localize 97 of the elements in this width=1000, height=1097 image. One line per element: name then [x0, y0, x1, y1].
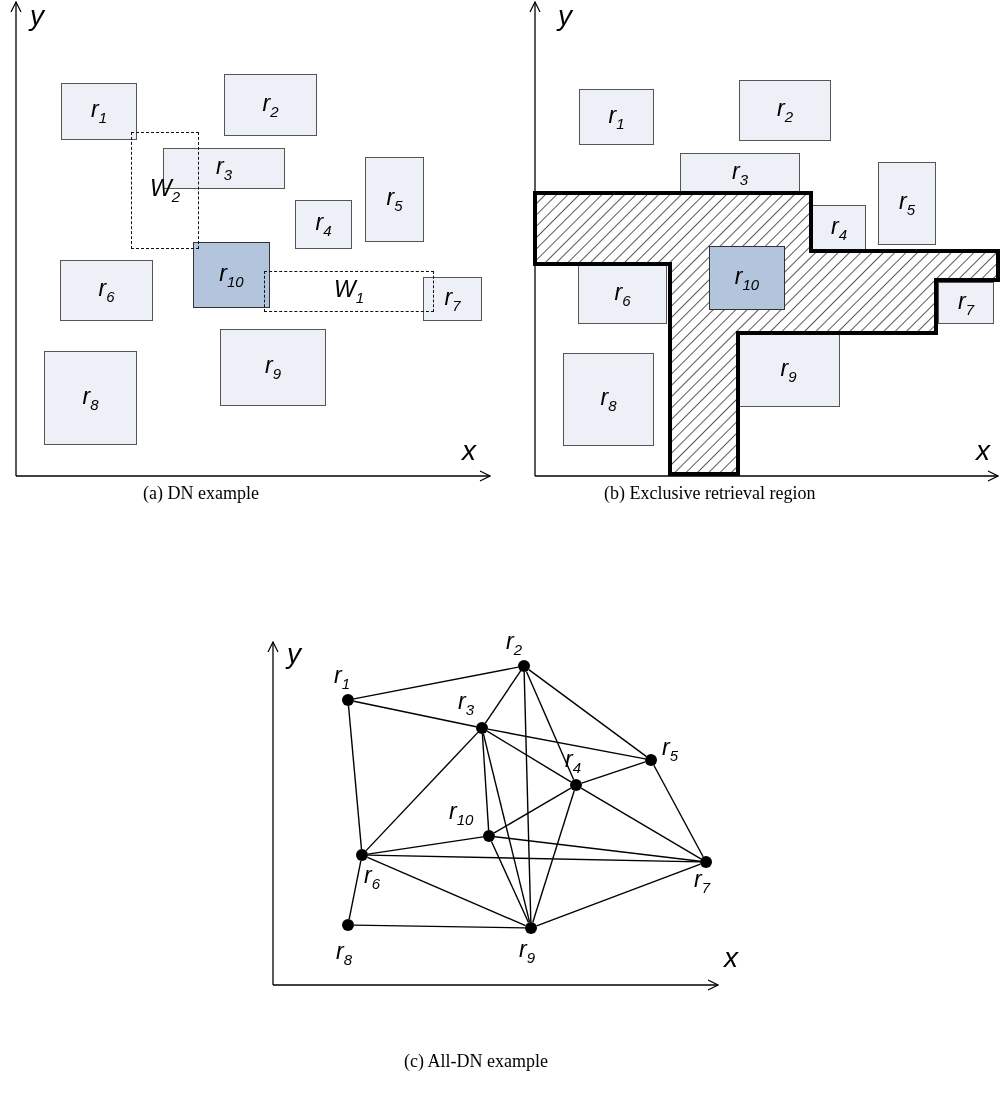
point-label: r$_{10}$: [449, 800, 474, 827]
connecting-line: [528, 668, 647, 758]
connecting-line: [523, 671, 532, 923]
point-dot: [525, 922, 537, 934]
dashed-window-box: [131, 132, 199, 249]
rect-label: r$_{9}$: [780, 356, 797, 384]
connecting-line: [532, 790, 575, 923]
axis-label: y: [558, 2, 572, 30]
rect-box: [224, 74, 317, 136]
rect-box: [739, 80, 831, 141]
rect-box: [563, 353, 654, 446]
rect-box: [61, 83, 137, 140]
rect-box: [365, 157, 424, 242]
dashed-window-box: [264, 271, 434, 312]
point-dot: [476, 722, 488, 734]
connecting-line: [366, 856, 527, 927]
rect-label: r$_{5}$: [899, 190, 915, 217]
highlighted-rect-box: [193, 242, 270, 308]
rect-label: r$_{8}$: [82, 384, 99, 412]
rect-box: [60, 260, 153, 321]
connecting-line: [535, 863, 702, 927]
point-dot: [645, 754, 657, 766]
rect-label: r$_{1}$: [608, 103, 625, 131]
rect-label: r$_{3}$: [216, 155, 232, 182]
rect-label: r$_{6}$: [614, 280, 631, 308]
point-dot: [518, 660, 530, 672]
rect-box: [938, 282, 994, 324]
connecting-line: [490, 840, 530, 924]
rect-box: [44, 351, 137, 445]
point-label: r$_{8}$: [336, 940, 352, 967]
rect-label: r$_{4}$: [831, 214, 847, 242]
point-dot: [483, 830, 495, 842]
rect-label: r$_{1}$: [91, 98, 107, 125]
rect-label: r$_{4}$: [315, 211, 332, 238]
point-dot: [342, 694, 354, 706]
rect-label: r$_{2}$: [262, 91, 279, 119]
point-label: r$_{1}$: [334, 664, 350, 691]
axis-label: y: [287, 640, 301, 668]
hatched-region: [535, 193, 998, 474]
rect-box: [737, 333, 840, 407]
rect-label: r$_{3}$: [732, 159, 748, 187]
connecting-line: [653, 764, 704, 858]
point-label: r$_{9}$: [519, 938, 535, 965]
connecting-line: [348, 860, 362, 920]
rect-label: r$_{2}$: [777, 97, 793, 124]
connecting-line: [484, 670, 522, 724]
connecting-line: [367, 854, 701, 863]
rect-box: [220, 329, 326, 406]
rect-label: r$_{10}$: [219, 261, 244, 289]
rect-box: [295, 200, 352, 249]
point-label: r$_{7}$: [694, 868, 710, 895]
caption: (a) DN example: [143, 484, 259, 502]
rect-label: r$_{8}$: [600, 386, 617, 413]
connecting-line: [365, 731, 479, 852]
rect-box: [578, 264, 667, 324]
rect-box: [579, 89, 654, 145]
rect-label: r$_{10}$: [734, 264, 760, 292]
rect-label: r$_{7}$: [444, 285, 461, 313]
rect-box: [680, 153, 800, 193]
point-label: r$_{6}$: [364, 864, 380, 891]
point-label: r$_{2}$: [506, 630, 522, 657]
rect-box: [423, 277, 482, 321]
connecting-line: [367, 836, 484, 855]
rect-label: r$_{5}$: [386, 186, 403, 213]
connecting-line: [493, 787, 572, 834]
caption: (c) All-DN example: [404, 1052, 548, 1070]
connecting-line: [525, 670, 575, 781]
rect-box: [812, 205, 866, 251]
connecting-line: [353, 700, 477, 728]
rect-label: r$_{9}$: [265, 354, 281, 381]
connecting-line: [347, 705, 363, 850]
point-dot: [342, 919, 354, 931]
point-dot: [570, 779, 582, 791]
rect-label: r$_{7}$: [958, 289, 974, 317]
connecting-line: [487, 728, 646, 760]
connecting-line: [494, 836, 701, 862]
connecting-line: [581, 761, 646, 784]
connecting-line: [580, 787, 702, 860]
caption: (b) Exclusive retrieval region: [604, 484, 816, 502]
rect-box: [878, 162, 936, 245]
axis-label: x: [976, 437, 990, 465]
rect-label: W$_{1}$: [333, 278, 365, 305]
point-label: r$_{5}$: [662, 736, 678, 763]
connecting-line: [486, 730, 572, 783]
point-label: r$_{3}$: [458, 690, 474, 717]
connecting-line: [353, 666, 519, 700]
connecting-line: [482, 733, 531, 923]
rect-label: W$_{2}$: [149, 177, 181, 204]
connecting-line: [481, 733, 490, 831]
axis-label: y: [30, 2, 44, 30]
axis-label: x: [462, 437, 476, 465]
rect-label: r$_{6}$: [98, 277, 115, 304]
point-dot: [356, 849, 368, 861]
axis-label: x: [724, 944, 738, 972]
point-dot: [700, 856, 712, 868]
connecting-line: [353, 924, 526, 929]
highlighted-rect-box: [709, 246, 785, 310]
